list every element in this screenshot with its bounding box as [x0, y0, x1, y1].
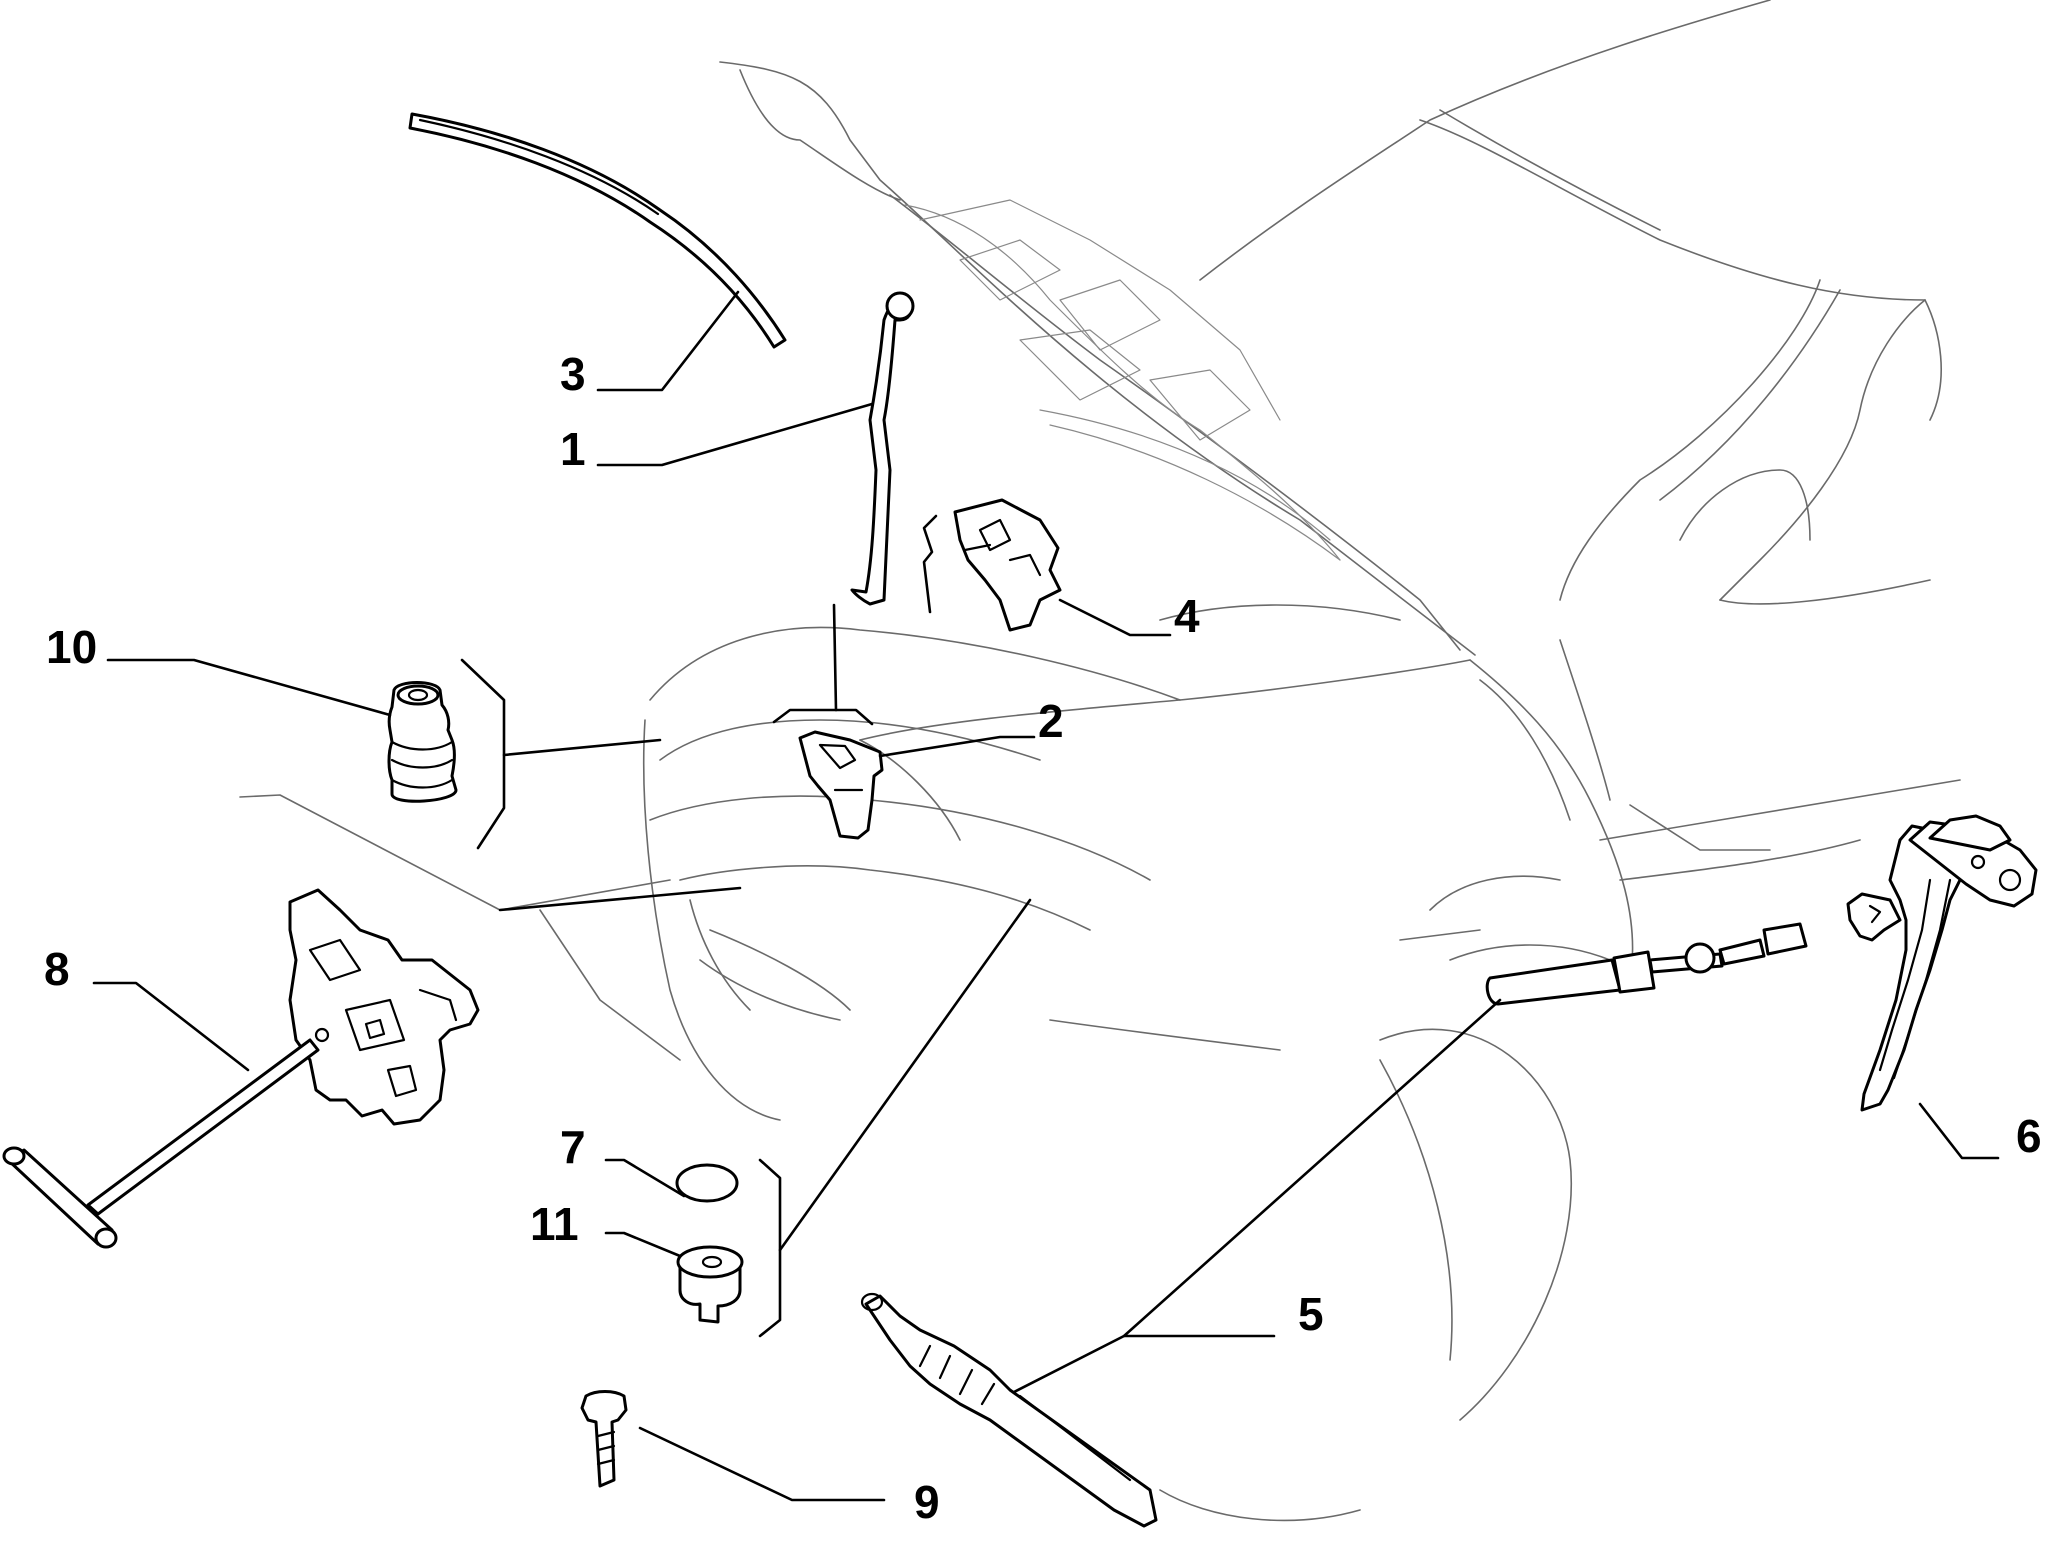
callout-labels: 3 1 4 2 10 8 7 11 5 6 9 — [44, 348, 2042, 1528]
part-11-stop-buffer — [676, 1158, 782, 1338]
leader-9 — [638, 1426, 886, 1502]
leader-11 — [604, 1231, 682, 1258]
leader-lines — [92, 290, 2000, 1502]
leader-6 — [1918, 1102, 2000, 1160]
callout-4: 4 — [1174, 590, 1200, 642]
part-9-bolt — [580, 1390, 628, 1488]
callout-10: 10 — [46, 621, 97, 673]
leader-8-to-car — [498, 886, 742, 912]
part-7-cap — [675, 1163, 739, 1203]
leader-2 — [878, 735, 1036, 758]
callout-5: 5 — [1298, 1288, 1324, 1340]
part-6-release-lever — [1846, 814, 2038, 1112]
part-4-hinge-bracket — [922, 498, 1062, 632]
part-3-seal-strip — [408, 112, 787, 349]
leader-10-to-car — [502, 738, 662, 757]
leader-10 — [106, 658, 392, 717]
part-5-release-cable — [860, 922, 1808, 1528]
callout-9: 9 — [914, 1476, 940, 1528]
car-body-outline — [239, 0, 1961, 1522]
leader-8 — [92, 981, 250, 1072]
part-8-bonnet-lock — [2, 888, 480, 1249]
leader-11-to-car — [778, 898, 1032, 1252]
callout-2: 2 — [1038, 695, 1064, 747]
callout-1: 1 — [560, 423, 586, 475]
callout-8: 8 — [44, 943, 70, 995]
callout-3: 3 — [560, 348, 586, 400]
callout-7: 7 — [560, 1121, 586, 1173]
leader-3 — [596, 290, 740, 392]
leader-7 — [604, 1158, 686, 1198]
part-2-clip — [772, 603, 884, 840]
leader-4 — [1058, 598, 1172, 637]
leader-1 — [596, 402, 874, 467]
part-1-support-rod — [850, 291, 915, 606]
callout-11: 11 — [530, 1198, 579, 1250]
callout-6: 6 — [2016, 1110, 2042, 1162]
part-10-rubber-buffer — [387, 658, 506, 850]
